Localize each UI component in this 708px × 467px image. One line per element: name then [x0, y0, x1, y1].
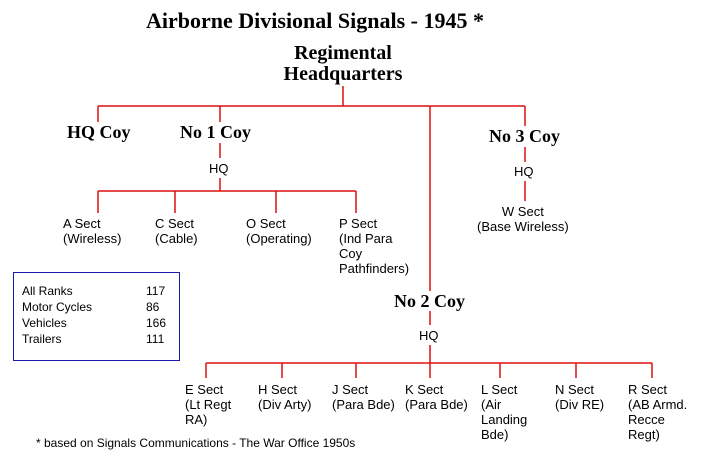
table-row: All Ranks 117 — [22, 283, 166, 299]
stat-value: 86 — [146, 300, 160, 314]
no-3-coy-hq-node: HQ — [514, 164, 534, 179]
j-sect-node: J Sect (Para Bde) — [332, 382, 395, 412]
h-sect-node: H Sect (Div Arty) — [258, 382, 312, 412]
footnote: * based on Signals Communications - The … — [36, 436, 356, 450]
stat-value: 166 — [146, 316, 167, 330]
k-sect-node: K Sect (Para Bde) — [405, 382, 468, 412]
no-2-coy-hq-node: HQ — [419, 328, 439, 343]
c-sect-node: C Sect (Cable) — [155, 216, 198, 246]
diagram-title: Airborne Divisional Signals - 1945 * — [146, 8, 484, 33]
a-sect-node: A Sect (Wireless) — [63, 216, 122, 246]
table-row: Motor Cycles 86 — [22, 299, 166, 315]
r-sect-node: R Sect (AB Armd. Recce Regt) — [628, 382, 688, 442]
regimental-headquarters-node: Regimental Headquarters — [283, 42, 403, 85]
no-1-coy-node: No 1 Coy — [180, 122, 251, 142]
l-sect-node: L Sect (Air Landing Bde) — [481, 382, 528, 442]
no-2-coy-node: No 2 Coy — [394, 291, 465, 311]
stat-label: All Ranks — [22, 284, 73, 298]
stat-value: 111 — [146, 332, 165, 346]
o-sect-node: O Sect (Operating) — [246, 216, 312, 246]
n-sect-node: N Sect (Div RE) — [555, 382, 605, 412]
strength-summary-box: All Ranks 117 Motor Cycles 86 Vehicles 1… — [13, 272, 180, 361]
strength-table: All Ranks 117 Motor Cycles 86 Vehicles 1… — [22, 283, 166, 347]
table-row: Vehicles 166 — [22, 315, 166, 331]
no-3-coy-node: No 3 Coy — [489, 126, 560, 146]
w-sect-node: W Sect (Base Wireless) — [477, 204, 569, 234]
stat-value: 117 — [146, 284, 166, 298]
stat-label: Vehicles — [22, 316, 67, 330]
stat-label: Trailers — [22, 332, 62, 346]
hq-coy-node: HQ Coy — [67, 122, 131, 142]
p-sect-node: P Sect (Ind Para Coy Pathfinders) — [339, 216, 410, 276]
no-1-coy-hq-node: HQ — [209, 161, 229, 176]
e-sect-node: E Sect (Lt Regt RA) — [185, 382, 232, 427]
table-row: Trailers 111 — [22, 331, 166, 347]
stat-label: Motor Cycles — [22, 300, 93, 314]
